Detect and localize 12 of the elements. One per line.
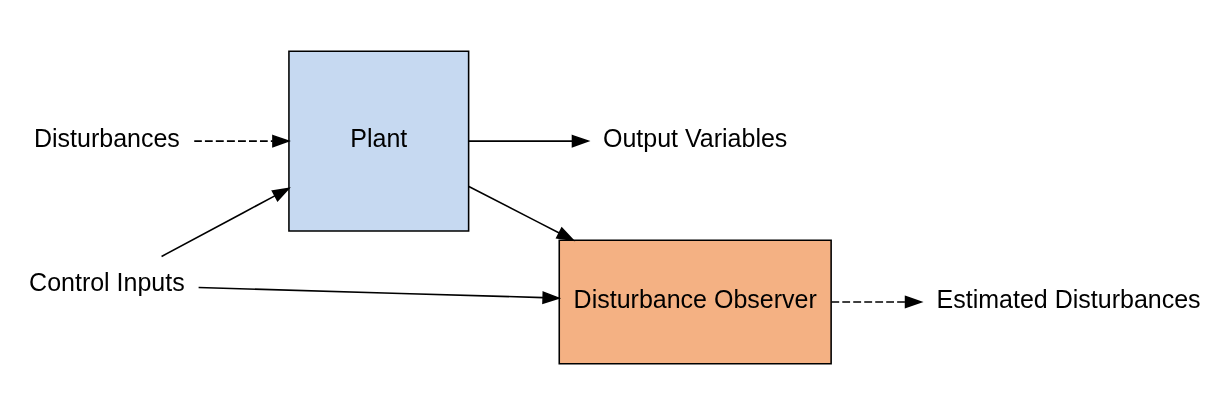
node-box: Plant [288, 49, 470, 232]
arrow [830, 294, 924, 309]
arrow [193, 134, 291, 148]
arrow [197, 286, 562, 304]
node-text: Disturbances [33, 123, 180, 152]
node-text: Output Variables [603, 123, 788, 152]
arrow [468, 134, 591, 148]
arrow [160, 186, 291, 257]
node-text: Control Inputs [29, 267, 185, 296]
node-box: Disturbance Observer [558, 239, 832, 365]
arrow [468, 185, 576, 241]
node-text: Estimated Disturbances [936, 284, 1201, 313]
